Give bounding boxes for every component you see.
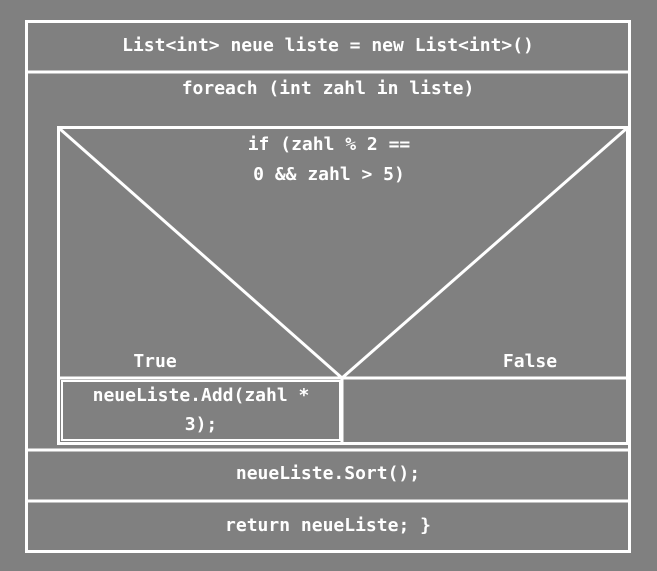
condition-line-1: if (zahl % 2 == (247, 134, 411, 155)
loop-body-border (57, 126, 629, 445)
return-statement: return neueListe; } (225, 515, 431, 536)
condition-line-2: 0 && zahl > 5) (253, 164, 405, 185)
sort-statement: neueListe.Sort(); (235, 463, 421, 484)
loop-header: foreach (int zahl in liste) (181, 78, 475, 99)
condition-diagonal-right (341, 127, 627, 380)
false-label: False (502, 351, 558, 372)
true-label: True (133, 351, 177, 372)
true-branch-statement-line-1: neueListe.Add(zahl * (92, 385, 310, 406)
diagram-outer-border (25, 20, 631, 553)
condition-diagonal-left (59, 127, 343, 380)
declaration-statement: List<int> neue liste = new List<int>() (122, 35, 534, 56)
true-branch-statement-line-2: 3); (184, 414, 218, 435)
true-branch-inner-border (61, 380, 341, 441)
